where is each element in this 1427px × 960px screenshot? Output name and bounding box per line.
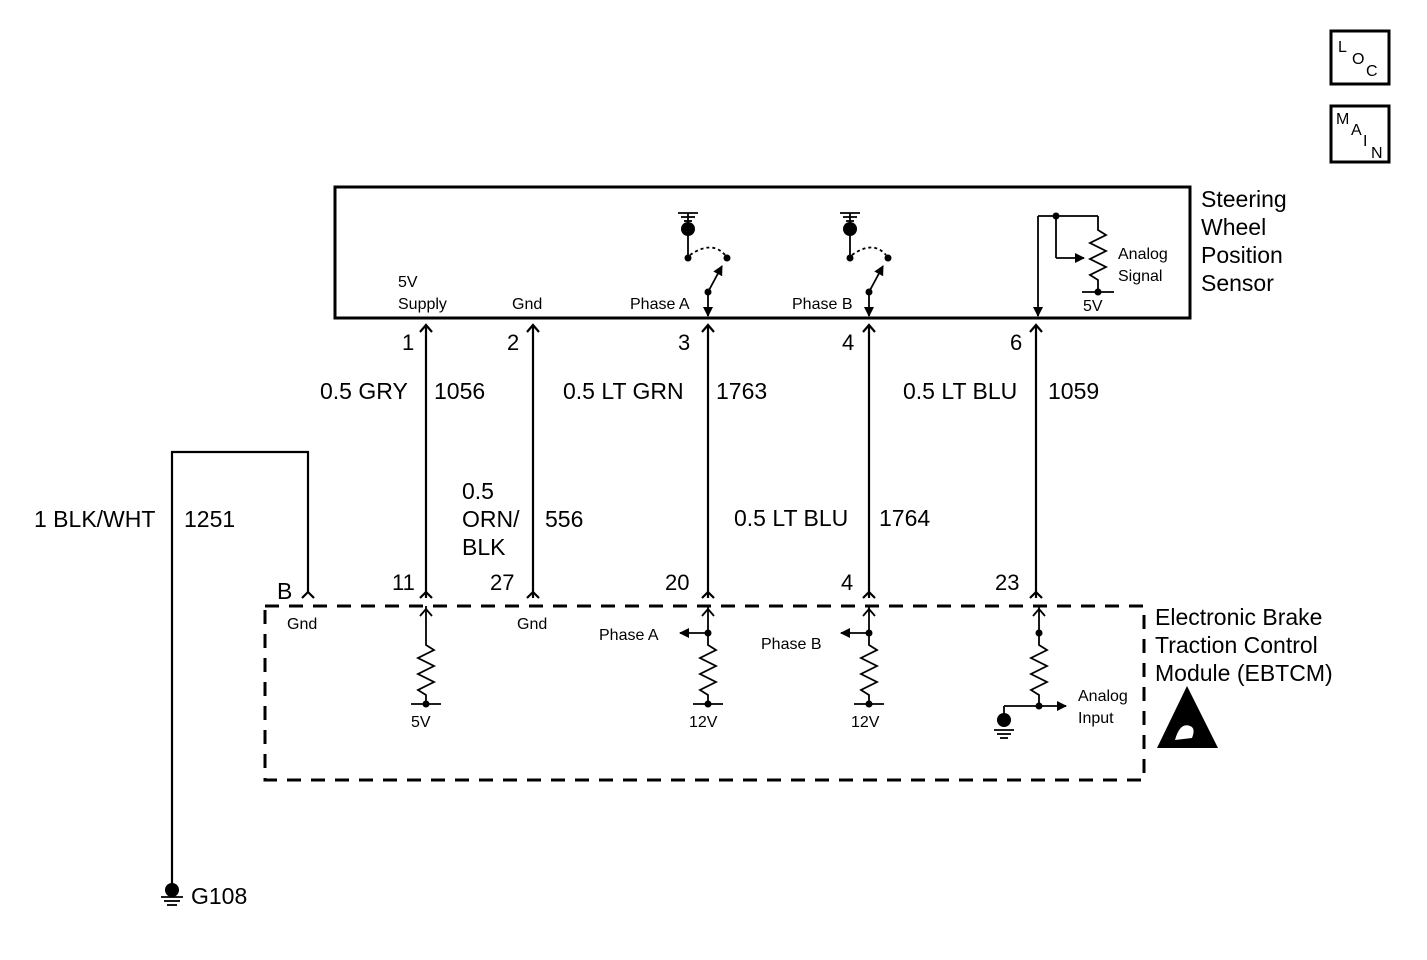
sensor-label-phase-b: Phase B: [792, 296, 852, 313]
wire-1763-color: 0.5 LT GRN: [563, 378, 684, 404]
wire-1056-color: 0.5 GRY: [320, 378, 408, 404]
svg-text:Position: Position: [1201, 242, 1283, 268]
wire-1059: [1029, 323, 1043, 599]
module-pin-11: 11: [392, 570, 415, 595]
sensor-label-supply: Supply: [398, 296, 447, 313]
sensor-label-gnd: Gnd: [512, 296, 542, 313]
esd-warning-icon: [1157, 686, 1218, 748]
loc-letter-c: C: [1366, 63, 1378, 80]
analog-input-label-1: Analog: [1078, 688, 1128, 705]
svg-text:Traction Control: Traction Control: [1155, 632, 1318, 658]
sensor-pin-1: 1: [402, 330, 414, 355]
phase-a-switch: [678, 212, 731, 317]
wire-1056-circuit: 1056: [434, 378, 485, 404]
module-gnd-b: Gnd: [287, 616, 317, 633]
pullup-resistor-11: [411, 606, 441, 708]
ebtcm-box: [263, 604, 1146, 782]
wire-556-circuit: 556: [545, 506, 583, 532]
pullup-resistor-4: [840, 606, 884, 708]
main-letter-i: I: [1363, 133, 1367, 150]
main-letter-m: M: [1336, 111, 1349, 128]
loc-letter-l: L: [1338, 39, 1347, 56]
module-pin-4: 4: [841, 570, 853, 595]
analog-input-circuit: [994, 606, 1067, 739]
sensor-title: Steering Wheel Position Sensor: [1201, 186, 1287, 296]
svg-text:Steering: Steering: [1201, 186, 1287, 212]
svg-text:Electronic Brake: Electronic Brake: [1155, 604, 1322, 630]
sensor-pin-6: 6: [1010, 330, 1022, 355]
module-phase-b: Phase B: [761, 636, 821, 653]
module-pin-23: 23: [995, 570, 1019, 595]
pullup-11-voltage: 5V: [411, 714, 431, 731]
wire-556-color-1: 0.5: [462, 478, 494, 504]
ebtcm-title: Electronic Brake Traction Control Module…: [1155, 604, 1333, 686]
wire-1251-circuit: 1251: [184, 506, 235, 532]
sensor-pin-2: 2: [507, 330, 519, 355]
module-gnd-27: Gnd: [517, 616, 547, 633]
sensor-label-phase-a: Phase A: [630, 296, 690, 313]
loc-button[interactable]: L O C: [1329, 29, 1391, 86]
svg-text:Sensor: Sensor: [1201, 270, 1274, 296]
wire-556-color-3: BLK: [462, 534, 506, 560]
wire-1763: [701, 323, 715, 599]
sensor-pin-4: 4: [842, 330, 854, 355]
sensor-5v-ref: 5V: [1083, 298, 1103, 315]
wire-1764-color: 0.5 LT BLU: [734, 505, 848, 531]
sensor-label-5v: 5V: [398, 274, 418, 291]
module-pin-b: B: [277, 578, 292, 604]
wire-1763-circuit: 1763: [716, 378, 767, 404]
phase-b-switch: [840, 212, 892, 317]
wire-556: [526, 323, 540, 599]
module-phase-a: Phase A: [599, 627, 659, 644]
main-letter-a: A: [1351, 122, 1362, 139]
module-pin-27: 27: [490, 570, 514, 595]
sensor-box: [333, 185, 1192, 320]
svg-text:Wheel: Wheel: [1201, 214, 1266, 240]
main-button[interactable]: M A I N: [1329, 104, 1391, 164]
signal-label: Signal: [1118, 268, 1162, 285]
wire-1764-circuit: 1764: [879, 505, 930, 531]
wire-1251: [161, 450, 315, 906]
pullup-resistor-20: [679, 606, 723, 708]
main-letter-n: N: [1371, 145, 1383, 162]
analog-signal-potentiometer: [1033, 212, 1114, 317]
loc-letter-o: O: [1352, 51, 1364, 68]
wire-1056: [419, 323, 433, 599]
analog-label: Analog: [1118, 246, 1168, 263]
sensor-pin-3: 3: [678, 330, 690, 355]
ground-point-label: G108: [191, 883, 247, 909]
analog-input-label-2: Input: [1078, 710, 1114, 727]
wire-1059-circuit: 1059: [1048, 378, 1099, 404]
svg-text:Module (EBTCM): Module (EBTCM): [1155, 660, 1333, 686]
pullup-4-voltage: 12V: [851, 714, 880, 731]
wire-1764: [862, 323, 876, 599]
wire-1251-color: 1 BLK/WHT: [34, 506, 155, 532]
wire-556-color-2: ORN/: [462, 506, 520, 532]
pullup-20-voltage: 12V: [689, 714, 718, 731]
module-pin-20: 20: [665, 570, 689, 595]
wire-1059-color: 0.5 LT BLU: [903, 378, 1017, 404]
